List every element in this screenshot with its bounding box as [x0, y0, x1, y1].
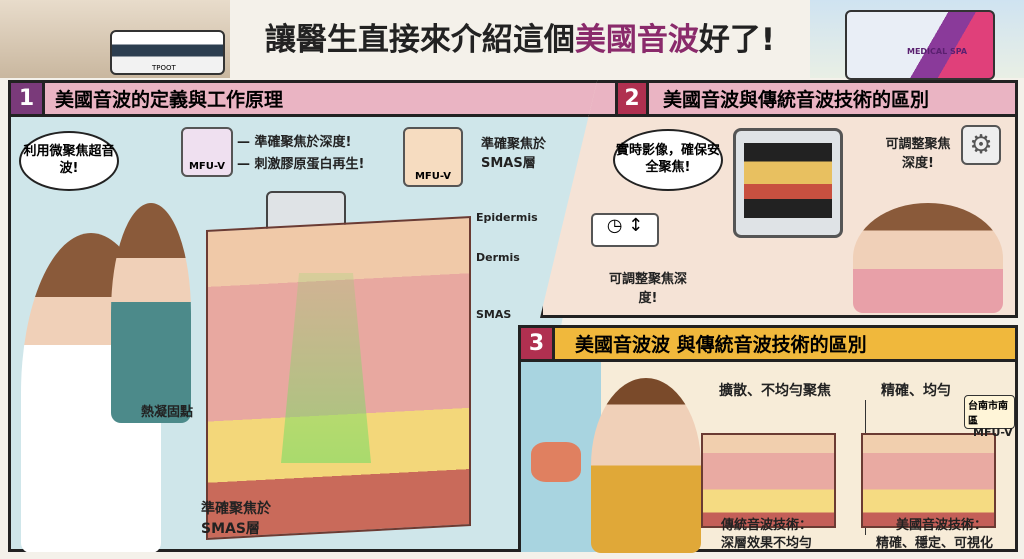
map-illustration — [521, 362, 601, 552]
right-caption: 精確、穩定、可視化 — [876, 536, 994, 551]
location-tag: 台南市南區 — [964, 395, 1015, 429]
right-heading: 精確、均勻 — [881, 383, 951, 399]
layer-label-epidermis: Epidermis — [476, 211, 538, 224]
speech-bubble: 實時影像，確保安全聚焦! — [613, 129, 723, 191]
note: — 刺激膠原蛋白再生! — [237, 157, 365, 172]
doctor-illustration — [111, 203, 191, 423]
panel-title: 美國音波與傳統音波技術的區別 — [663, 89, 930, 111]
title-text: 好了! — [698, 22, 776, 58]
mfu-v-skin-diagram — [861, 433, 996, 528]
left-heading: 擴散、不均勻聚焦 — [719, 383, 831, 399]
panel-number: 2 — [615, 83, 649, 114]
traditional-skin-diagram — [701, 433, 836, 528]
ultrasound-image — [744, 143, 832, 218]
speech-bubble: 利用微聚焦超音波! — [19, 131, 119, 191]
left-caption: 深層效果不均勻 — [721, 536, 813, 551]
device-label: MFU-V — [973, 426, 1013, 439]
panel-1-header: 1 美國音波的定義與工作原理 — [11, 83, 605, 117]
panel-title: 美國音波的定義與工作原理 — [55, 89, 284, 111]
adjust-depth-label: 可調整聚焦深度! — [885, 137, 951, 171]
gear-icon: ⚙ — [961, 125, 1001, 165]
panel-3-header: 3 美國音波波 與傳統音波技術的區別 — [521, 328, 1015, 362]
left-caption: 傳統音波技術： — [721, 518, 813, 533]
street-illustration: MEDICAL SPA — [810, 0, 1024, 80]
panel-1: 1 美國音波的定義與工作原理 利用微聚焦超音波! MFU-V — 準確聚焦於深度!… — [8, 80, 608, 552]
thermal-point-label: 熱凝固點 — [141, 405, 194, 420]
adjust-depth-label: 可調整聚焦深度! — [608, 272, 687, 306]
right-caption: 美國音波技術： — [896, 518, 988, 533]
layer-label-smas: SMAS — [476, 308, 512, 321]
note: 準確聚焦於SMAS層 — [481, 137, 547, 171]
note: — 準確聚焦於深度! — [237, 135, 352, 150]
panel-2-header: 2 美國音波與傳統音波技術的區別 — [543, 83, 1015, 117]
bus-right: MEDICAL SPA — [845, 10, 995, 80]
mfu-v-badge: MFU-V — [181, 127, 233, 177]
title-highlight: 美國音波 — [574, 22, 699, 58]
depth-adjust-icon: ◷ ↕ — [591, 213, 659, 247]
ultrasound-monitor — [733, 128, 843, 238]
title-text: 讓醫生直接來介紹這個 — [264, 22, 575, 58]
mfu-v-badge: MFU-V — [403, 127, 463, 187]
highlighted-region — [531, 442, 581, 482]
woman-illustration — [591, 378, 701, 553]
clinic-lobby-illustration: TPOOT — [0, 0, 230, 78]
panel-3: 3 美國音波波 與傳統音波技術的區別 擴散、不均勻聚焦 精確、均勻 台南市南區 M… — [518, 325, 1018, 553]
bottom-caption: 準確聚焦於SMAS層 — [201, 501, 271, 537]
layer-label-dermis: Dermis — [476, 251, 520, 264]
patient-illustration — [853, 203, 1003, 313]
bus-left: TPOOT — [110, 30, 225, 75]
bus-sign: TPOOT — [152, 64, 176, 72]
panel-number: 1 — [11, 83, 45, 114]
panel-title: 美國音波波 與傳統音波技術的區別 — [575, 334, 867, 356]
page-title: 讓醫生直接來介紹這個美國音波好了! — [240, 14, 800, 59]
bus-sign: MEDICAL SPA — [907, 47, 968, 56]
panel-number: 3 — [521, 328, 555, 359]
